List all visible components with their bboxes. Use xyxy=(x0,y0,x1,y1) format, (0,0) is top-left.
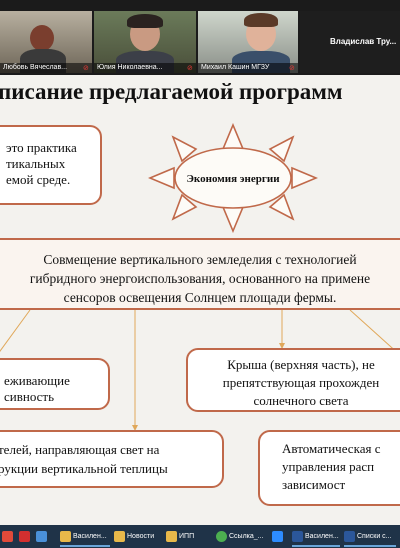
main-concept-box: Совмещение вертикального земледелия с те… xyxy=(0,238,400,310)
word-icon xyxy=(344,530,355,542)
mic-muted-icon: ⊘ xyxy=(83,64,89,72)
mic-muted-icon: ⊘ xyxy=(187,64,193,72)
sun-shape: Экономия энергии xyxy=(147,122,319,234)
video-participants-strip: Любовь Вячеслав... ⊘ Юлия Николаевна... … xyxy=(0,0,400,75)
concept-line-2: гибридного энергоиспользования, основанн… xyxy=(29,271,371,286)
taskbar-word-2[interactable]: Списки с... xyxy=(344,528,392,545)
roof-line-3: солнечного света xyxy=(253,393,349,408)
practice-line-2: тикальных xyxy=(6,156,66,171)
mail-icon xyxy=(36,530,47,542)
participant-hair xyxy=(127,14,163,28)
mid-left-line-2: сивность xyxy=(4,389,55,404)
sun-icon xyxy=(147,122,319,234)
roof-line-1: Крыша (верхняя часть), не xyxy=(227,357,375,372)
mid-left-box: еживающие сивность xyxy=(0,358,110,410)
folder-icon xyxy=(114,530,125,542)
participant-tile-1[interactable]: Любовь Вячеслав... ⊘ xyxy=(0,11,92,73)
light-guide-line-1: телей, направляющая свет на xyxy=(0,442,160,457)
practice-line-1: это практика xyxy=(6,140,77,155)
active-indicator xyxy=(60,545,110,547)
participant-name: Любовь Вячеслав... xyxy=(0,63,92,73)
auto-line-3: зависимост xyxy=(282,477,346,492)
presentation-slide: писание предлагаемой программ это практи… xyxy=(0,75,400,525)
taskbar-folder-2[interactable]: Новости xyxy=(114,528,154,545)
participant-avatar xyxy=(30,25,54,51)
taskbar-label: Василен... xyxy=(305,533,339,540)
taskbar-label: Новости xyxy=(127,533,155,540)
windows-taskbar: Василен... Новости ИПП Ссылка_... Василе… xyxy=(0,525,400,548)
participant-tile-2[interactable]: Юлия Николаевна... ⊘ xyxy=(94,11,196,73)
active-indicator xyxy=(292,545,340,547)
participant-name: Михаил Кашин МГЗУ xyxy=(198,63,298,73)
automatic-control-box: Автоматическая с управления расп зависим… xyxy=(258,430,400,506)
active-indicator xyxy=(344,545,396,547)
video-app-icon xyxy=(272,530,283,542)
concept-line-1: Совмещение вертикального земледелия с те… xyxy=(43,252,357,267)
word-icon xyxy=(292,530,303,542)
light-guide-line-2: рукции вертикальной теплицы xyxy=(0,461,168,476)
participant-tile-3[interactable]: Михаил Кашин МГЗУ ⊘ xyxy=(198,11,298,73)
folder-icon xyxy=(166,530,177,542)
roof-box: Крыша (верхняя часть), не препятствующая… xyxy=(186,348,400,412)
taskbar-acrobat[interactable] xyxy=(19,528,32,545)
taskbar-video-app[interactable] xyxy=(272,528,285,545)
start-button[interactable] xyxy=(2,528,15,545)
participant-name: Владислав Тру... xyxy=(330,37,397,46)
mic-muted-icon: ⊘ xyxy=(289,64,295,72)
taskbar-word-1[interactable]: Василен... xyxy=(292,528,339,545)
acrobat-icon xyxy=(19,530,30,542)
folder-icon xyxy=(60,530,71,542)
taskbar-chrome[interactable]: Ссылка_... xyxy=(216,528,264,545)
taskbar-folder-1[interactable]: Василен... xyxy=(60,528,107,545)
roof-line-2: препятствующая прохожден xyxy=(222,375,380,390)
mid-left-line-1: еживающие xyxy=(4,373,70,388)
participant-tile-4[interactable]: Владислав Тру... xyxy=(300,11,400,73)
auto-line-1: Автоматическая с xyxy=(282,441,381,456)
practice-line-3: емой среде. xyxy=(6,172,71,187)
practice-box: это практика тикальных емой среде. xyxy=(0,125,102,205)
participant-name: Юлия Николаевна... xyxy=(94,63,196,73)
energy-saving-label: Экономия энергии xyxy=(186,173,280,185)
light-guide-box: телей, направляющая свет на рукции верти… xyxy=(0,430,224,488)
concept-line-3: сенсоров освещения Солнцем площади фермы… xyxy=(63,290,337,305)
taskbar-label: Списки с... xyxy=(357,533,392,540)
taskbar-label: Василен... xyxy=(73,533,107,540)
chrome-icon xyxy=(216,530,227,542)
connector-arrows xyxy=(0,309,400,431)
taskbar-label: ИПП xyxy=(179,533,195,540)
slide-title: писание предлагаемой программ xyxy=(0,79,343,104)
taskbar-folder-3[interactable]: ИПП xyxy=(166,528,194,545)
taskbar-mail[interactable] xyxy=(36,528,49,545)
taskbar-label: Ссылка_... xyxy=(229,533,264,540)
auto-line-2: управления расп xyxy=(282,459,375,474)
participant-hair xyxy=(244,13,278,27)
windows-start-icon xyxy=(2,530,13,542)
